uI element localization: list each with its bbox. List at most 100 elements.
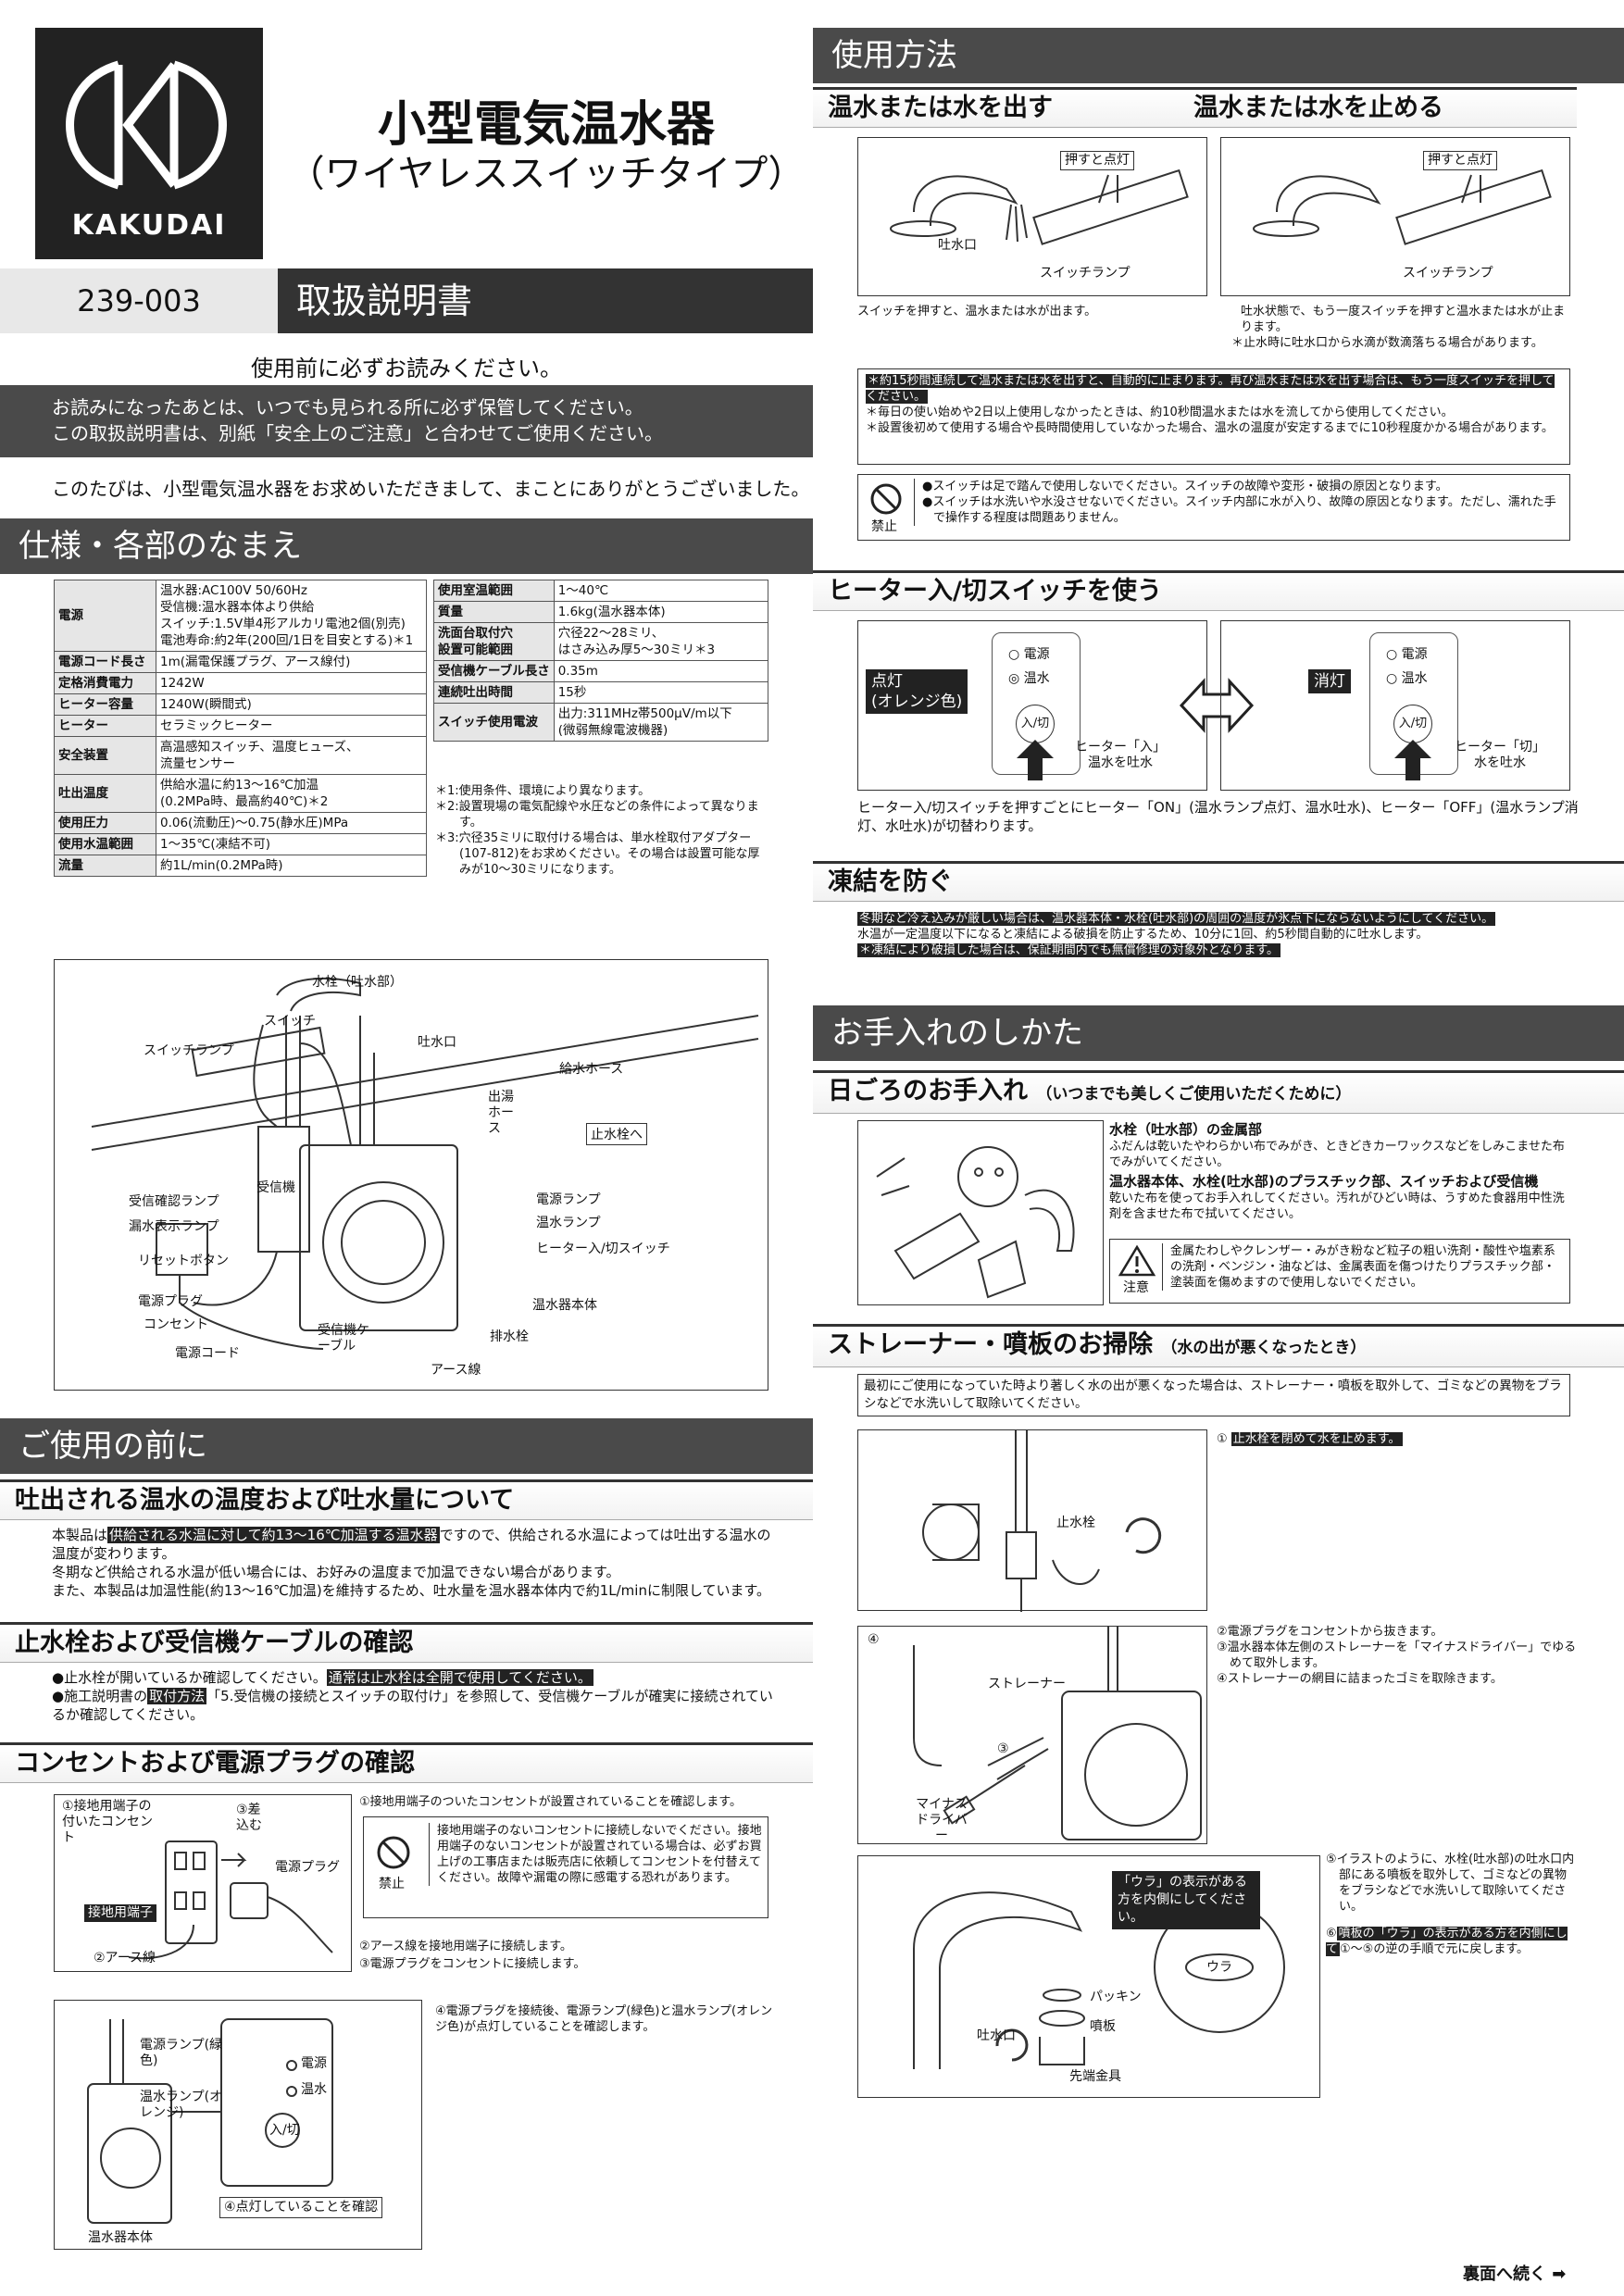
prohibit-label: 禁止 xyxy=(871,519,897,534)
fig-step4: ④ xyxy=(868,1632,880,1647)
prohibit-icon xyxy=(870,483,902,515)
label-drain: 排水栓 xyxy=(490,1329,529,1344)
continue-footer: 裏面へ続く ➡ xyxy=(1463,2265,1567,2284)
before-s1-text: 本製品は供給される水温に対して約13〜16℃加温する温水器ですので、供給される水… xyxy=(52,1527,771,1599)
heater-on-hot: ◎ 温水 xyxy=(1008,671,1050,686)
on-switch-lamp: スイッチランプ xyxy=(1040,266,1131,281)
fig2-hot: 温水 xyxy=(301,2082,327,2097)
caution-label: 注意 xyxy=(1123,1280,1149,1295)
caution-text: 金属たわしやクレンザー・みがき粉など粒子の粗い洗剤・酸性や塩素系の洗剤・ベンジン… xyxy=(1162,1243,1566,1291)
strainer-figure: ④ ストレーナー ③ マイナスドライバー xyxy=(857,1626,1207,1844)
before-heading: ご使用の前に xyxy=(0,1418,813,1474)
parts-diagram: 水栓（吐水部） スイッチ スイッチランプ 吐水口 給水ホース 出湯ホース 止水栓… xyxy=(54,959,768,1391)
strainer-step5: ⑤イラストのように、水栓(吐水部)の吐水口内部にある噴板を取外して、ゴミなどの異… xyxy=(1326,1853,1575,1914)
before-s3-title: コンセントおよび電源プラグの確認 xyxy=(0,1742,813,1783)
fig1-outlet: ①接地用端子の付いたコンセント xyxy=(62,1799,153,1845)
usage-prohibit-box: 禁止 ●スイッチは足で踏んで使用しないでください。スイッチの故障や変形・破損の原… xyxy=(857,474,1570,541)
ura-note: 「ウラ」の表示がある方を内側にしてください。 xyxy=(1112,1871,1260,1929)
read-first: 使用前に必ずお読みください。 xyxy=(251,356,562,381)
brand-name: KAKUDAI xyxy=(71,209,227,242)
label-power-lamp: 電源ランプ xyxy=(536,1192,601,1207)
fig-nozzle-plate: 噴板 xyxy=(1090,2019,1116,2034)
s3-step2: ②アース線を接地用端子に接続します。 xyxy=(359,1940,572,1953)
heater-off-badge: 消灯 xyxy=(1308,669,1351,693)
strainer-illustration xyxy=(913,1627,1202,1841)
fig-driver: マイナスドライバー xyxy=(916,1797,968,1843)
fig1-terminal: 接地用端子 xyxy=(84,1904,156,1922)
product-title: 小型電気温水器 xyxy=(377,97,715,153)
fig-tip: 先端金具 xyxy=(1069,2069,1121,2084)
doc-type: 取扱説明書 xyxy=(278,268,813,333)
fig1-plug: 電源プラグ xyxy=(275,1860,340,1875)
faucet-on-illustration xyxy=(890,168,1189,245)
freeze-text: 冬期など冷え込みが厳しい場合は、温水器本体・水栓(吐水部)の周囲の温度が氷点下に… xyxy=(857,912,1496,957)
usage-on-text: スイッチを押すと、温水または水が出ます。 xyxy=(857,305,1097,318)
parts-illustration xyxy=(91,977,759,1350)
fig1-earth: ②アース線 xyxy=(94,1951,156,1965)
label-heater-sw: ヒーター入/切スイッチ xyxy=(536,1242,670,1256)
label-faucet: 水栓（吐水部） xyxy=(312,975,403,990)
forbid-icon xyxy=(377,1836,410,1869)
fig2-power-lamp: 電源ランプ(緑色) xyxy=(140,2038,223,2068)
label-supply-hose: 給水ホース xyxy=(559,1062,624,1077)
heater-text: ヒーター入/切スイッチを押すごとにヒーター「ON」(温水ランプ点灯、温水吐水)、… xyxy=(857,799,1579,834)
s3-step3: ③電源プラグをコンセントに接続します。 xyxy=(359,1957,586,1971)
label-body: 温水器本体 xyxy=(532,1298,597,1313)
usage-on-figure: 押すと点灯 吐水口 スイッチランプ xyxy=(857,137,1207,296)
valve-figure: 止水栓 xyxy=(857,1429,1207,1612)
label-reset: リセットボタン xyxy=(138,1254,229,1268)
label-to-valve: 止水栓へ xyxy=(586,1123,647,1145)
on-spout: 吐水口 xyxy=(938,238,977,253)
label-outlet-hose: 出湯ホース xyxy=(488,1090,514,1136)
care-heading: お手入れのしかた xyxy=(813,1005,1624,1061)
heater-on-label: ヒーター「入」 温水を吐水 xyxy=(1075,740,1166,770)
cleaning-illustration xyxy=(876,1146,1075,1299)
fig2-confirm: ④点灯していることを確認 xyxy=(219,2197,383,2218)
fig2-btn: 入/切 xyxy=(269,2123,300,2138)
caution-icon xyxy=(1118,1244,1156,1277)
notice-bar: お読みになったあとは、いつでも見られる所に必ず保管してください。 この取扱説明書… xyxy=(0,385,813,457)
valve-label: 止水栓 xyxy=(1056,1516,1095,1530)
outlet-figure: ①接地用端子の付いたコンセント ③差込む 電源プラグ 接地用端子 ②アース線 xyxy=(54,1794,352,1972)
off-switch-lamp: スイッチランプ xyxy=(1403,266,1493,281)
usage-notes-box: ＊約15秒間連続して温水または水を出すと、自動的に止まります。再び温水または水を… xyxy=(857,368,1570,465)
care-daily-title: 日ごろのお手入れ （いつまでも美しくご使用いただくために） xyxy=(813,1070,1624,1114)
s3-step1: ①接地用端子のついたコンセントが設置されていることを確認します。 xyxy=(359,1795,742,1809)
s3-warning: 接地用端子のないコンセントに接続しないでください。接地用端子のないコンセントが設… xyxy=(429,1823,762,1886)
heater-off-label: ヒーター「切」 水を吐水 xyxy=(1455,740,1545,770)
fig-ura: ウラ xyxy=(1206,1960,1232,1975)
care-metal: 水栓（吐水部）の金属部 ふだんは乾いたやわらかい布でみがき、ときどきカーワックス… xyxy=(1109,1121,1565,1221)
heater-off-hot: ○ 温水 xyxy=(1386,671,1428,686)
label-leak-lamp: 漏水表示ランプ xyxy=(129,1219,219,1234)
fig2-hot-lamp: 温水ランプ(オレンジ) xyxy=(140,2090,223,2120)
fig-packing: パッキン xyxy=(1090,1990,1142,2004)
label-recv-lamp: 受信確認ランプ xyxy=(129,1194,219,1209)
before-s2-title: 止水栓および受信機ケーブルの確認 xyxy=(0,1622,813,1663)
before-s1-title: 吐出される温水の温度および吐水量について xyxy=(0,1479,813,1520)
usage-off-figure: 押すと点灯 スイッチランプ xyxy=(1220,137,1570,296)
nozzle-figure: 「ウラ」の表示がある方を内側にしてください。 パッキン 噴板 先端金具 吐水口 … xyxy=(857,1855,1320,2098)
on-push-lamp: 押すと点灯 xyxy=(1060,151,1134,170)
fig-step3: ③ xyxy=(997,1741,1009,1756)
faucet-off-illustration xyxy=(1253,168,1552,245)
care-caution-box: 注意 金属たわしやクレンザー・みがき粉など粒子の粗い洗剤・酸性や塩素系の洗剤・ベ… xyxy=(1109,1239,1570,1304)
thanks-text: このたびは、小型電気温水器をお求めいただきまして、まことにありがとうございました… xyxy=(52,478,810,500)
product-subtitle: （ワイヤレススイッチタイプ） xyxy=(287,153,806,195)
heater-off-power: ○ 電源 xyxy=(1386,647,1428,662)
label-hot-lamp: 温水ランプ xyxy=(536,1216,601,1230)
logo-block: KAKUDAI xyxy=(35,28,263,259)
fig-strainer: ストレーナー xyxy=(988,1677,1066,1691)
strainer-title: ストレーナー・噴板のお掃除 （水の出が悪くなったとき） xyxy=(813,1324,1624,1367)
arrow-up-icon xyxy=(1394,740,1431,780)
label-outlet: コンセント xyxy=(144,1317,208,1332)
fig1-insert: ③差込む xyxy=(236,1803,262,1833)
kakudai-logo-icon xyxy=(66,60,227,190)
usage-on-title: 温水または水を出す xyxy=(813,87,1179,128)
prohibit-text: ●スイッチは足で踏んで使用しないでください。スイッチの故障や変形・破損の原因とな… xyxy=(914,479,1562,526)
nozzle-illustration xyxy=(913,1891,1285,2069)
freeze-heading: 凍結を防ぐ xyxy=(813,861,1624,902)
strainer-steps: ②電源プラグをコンセントから抜きます。 ③温水器本体左側のストレーナーを「マイナ… xyxy=(1217,1625,1577,1686)
label-receiver: 受信機 xyxy=(256,1180,295,1195)
double-arrow-icon xyxy=(1179,678,1255,733)
